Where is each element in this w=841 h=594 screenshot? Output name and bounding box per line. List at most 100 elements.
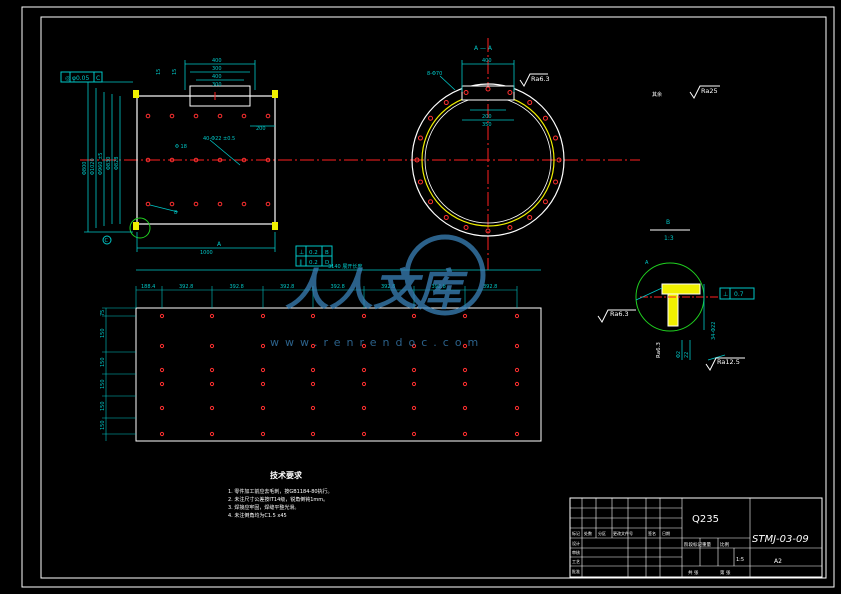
- tech-title: 技术要求: [270, 470, 303, 480]
- sheet-index: 第 张: [720, 569, 731, 576]
- watermark: 人人文库 www.renrendoc.com: [270, 234, 486, 349]
- detail-gdt-symbol: ⊥: [723, 291, 728, 298]
- ring-hole: [507, 89, 513, 95]
- ring-hole: [463, 89, 469, 95]
- ring-hole: [527, 100, 533, 106]
- circle-dim-top: 400: [482, 58, 492, 64]
- ring-hole: [507, 225, 513, 231]
- plate-hole: [514, 313, 520, 319]
- tb-col-5: 签名: [648, 530, 656, 536]
- plate-hole: [411, 431, 417, 437]
- plate-hole: [209, 313, 215, 319]
- plate-hole: [209, 367, 215, 373]
- dim-h-3: Φ960 ±5: [98, 153, 104, 175]
- plate-hole: [361, 405, 367, 411]
- plate-hole: [361, 313, 367, 319]
- dim-h-2: Φ1020: [90, 158, 96, 175]
- tb-col-3: 分区: [598, 530, 606, 536]
- plate-hole: [209, 431, 215, 437]
- front-hole: [169, 113, 175, 119]
- plate-hole: [310, 343, 316, 349]
- plate-gdt-1-sym: ⊥: [299, 249, 304, 256]
- ring-hole: [463, 225, 469, 231]
- plate-hole: [514, 431, 520, 437]
- sheet-total: 共 张: [688, 569, 699, 576]
- detail-title: B: [666, 219, 670, 226]
- plate-hole: [411, 313, 417, 319]
- plate-hole: [159, 405, 165, 411]
- sheet-size: A2: [774, 558, 782, 565]
- scale-label: 比例: [720, 541, 729, 548]
- outer-border: [21, 6, 835, 588]
- front-hole: [217, 201, 223, 207]
- plate-spacing-label: 392.8: [331, 284, 345, 290]
- plate-gdt-2-dat: D: [325, 260, 329, 266]
- plate-hole: [462, 381, 468, 387]
- ring-hole: [428, 199, 434, 205]
- front-hole: [241, 113, 247, 119]
- plate-hole: [411, 381, 417, 387]
- circle-dim-mid: 200: [482, 114, 492, 120]
- plate-hole: [462, 313, 468, 319]
- front-hole: [145, 201, 151, 207]
- dim-h-5: Φ828: [114, 157, 120, 170]
- tb-col-4: 更改文件号: [613, 530, 633, 536]
- dim-small-top: 15: [156, 69, 162, 75]
- tb-col-1: 标记: [572, 530, 580, 536]
- ring-hole: [556, 157, 562, 163]
- plate-hole: [462, 405, 468, 411]
- ring-hole: [485, 86, 491, 92]
- front-hole: [265, 157, 271, 163]
- plate-spacing-label: 392.8: [230, 284, 244, 290]
- circle-label-left: 8-Φ70: [427, 71, 442, 77]
- front-hole: [193, 157, 199, 163]
- ring-hole: [485, 228, 491, 234]
- ring-hole: [527, 214, 533, 220]
- plate-row-label: 150: [100, 328, 106, 338]
- other-roughness-label: 其余: [652, 91, 662, 98]
- front-hole: [193, 113, 199, 119]
- inner-border: [40, 16, 827, 579]
- detail-scale: 1:3: [664, 235, 674, 242]
- front-hole: [193, 201, 199, 207]
- plate-hole: [462, 431, 468, 437]
- ring-hole: [542, 199, 548, 205]
- plate-total-length: 3140 展开长度: [328, 263, 362, 270]
- dim-top-4: 300: [212, 82, 222, 88]
- front-hole: [241, 201, 247, 207]
- circle-roughness: Ra6.3: [531, 75, 550, 83]
- plate-hole: [310, 405, 316, 411]
- tb-row-4: 批准: [572, 568, 580, 574]
- tech-item-4: 4. 未注倒角均为C1.5 x45: [228, 512, 287, 519]
- detail-roughness-bottom: Ra12.5: [717, 358, 740, 366]
- plate-gdt: ⊥ 0.2 B ∥ 0.2 D: [295, 245, 333, 267]
- front-view-holes: [145, 113, 271, 207]
- detail-view-b: B 1:3 A Ra6.3 Ra12.5 Ra6.3 ⊥ 0.7 34-Φ22 …: [597, 219, 755, 371]
- gdt-datum: C: [96, 75, 100, 82]
- plate-hole: [361, 431, 367, 437]
- ring-hole: [443, 100, 449, 106]
- tech-item-1: 1. 零件加工前应去毛刺，按GB1184-80执行。: [228, 488, 333, 495]
- plate-hole: [260, 381, 266, 387]
- plate-holes: [159, 313, 520, 437]
- plate-hole: [159, 313, 165, 319]
- watermark-text: 人人文库: [285, 265, 468, 316]
- plate-hole: [411, 343, 417, 349]
- dim-h-4: Φ830: [106, 157, 112, 170]
- front-hole: [217, 113, 223, 119]
- front-hole: [265, 113, 271, 119]
- detail-dim-bottom-1: Φ2: [676, 351, 682, 358]
- plate-hole: [361, 343, 367, 349]
- tb-row-1: 设计: [572, 540, 580, 546]
- ring-hole: [542, 115, 548, 121]
- front-gdt-frame: ◎ φ0.05 C: [60, 71, 103, 83]
- plate-spacing-label: 392.8: [432, 284, 446, 290]
- detail-roughness-mid: Ra6.3: [656, 342, 662, 358]
- other-roughness: 其余 Ra25: [652, 85, 720, 99]
- plate-row-label: 150: [100, 420, 106, 430]
- weld-mark: 8: [174, 210, 177, 216]
- front-hole: [265, 201, 271, 207]
